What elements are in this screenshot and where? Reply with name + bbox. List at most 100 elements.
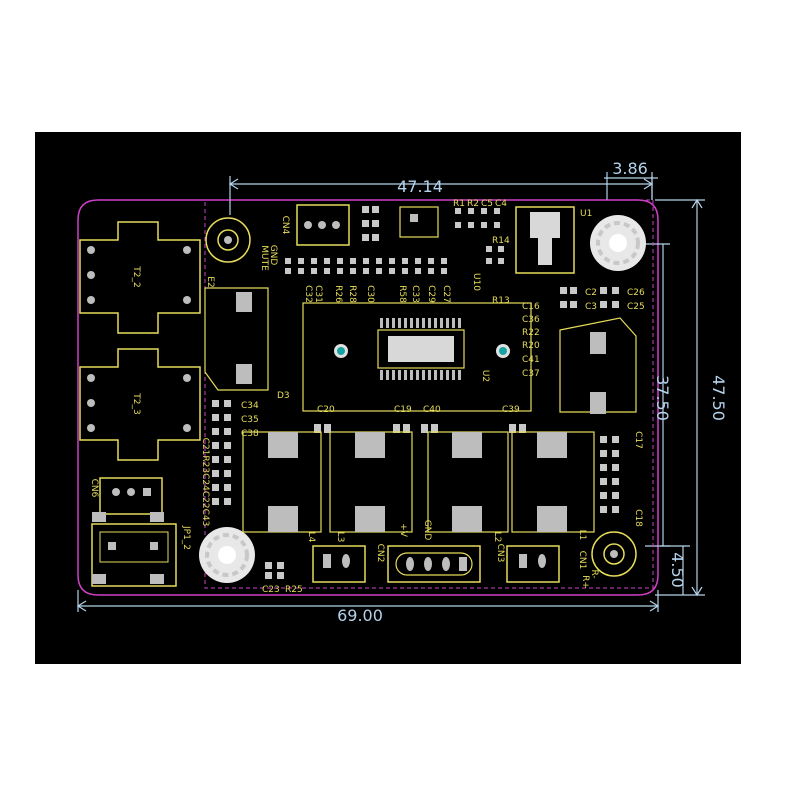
u10-outline xyxy=(399,206,439,238)
left-column-label: C21R23C24C22C43 xyxy=(200,438,210,527)
svg-text:C29: C29 xyxy=(426,285,436,303)
svg-text:C27: C27 xyxy=(441,285,451,303)
svg-text:C30: C30 xyxy=(365,285,375,303)
left-inductor-pad-top xyxy=(236,292,252,312)
u1-tab xyxy=(530,212,560,265)
left-cap-pads xyxy=(212,400,231,505)
dimension-board-width-label: 69.00 xyxy=(337,606,383,625)
bottom-left-pads xyxy=(265,562,284,579)
mute-label: MUTE xyxy=(259,245,269,271)
cn4-label: CN4 xyxy=(280,216,290,235)
board-outline xyxy=(77,199,659,596)
c35-label: C35 xyxy=(241,415,259,425)
cn1-label: CN1 xyxy=(577,551,587,570)
u2-package xyxy=(377,318,465,380)
dimension-corner-height xyxy=(660,545,690,595)
svg-text:R20: R20 xyxy=(522,341,540,351)
middle-cap-pads xyxy=(314,424,526,433)
plus-v-label: +V xyxy=(398,523,408,538)
dimension-top-width-label: 47.14 xyxy=(397,177,443,196)
via-right-core xyxy=(499,347,507,355)
dimension-board-width xyxy=(76,590,660,612)
t2-3-pins xyxy=(87,374,191,432)
jp1-2-body xyxy=(99,531,169,563)
d3-label: D3 xyxy=(277,391,290,401)
u10-pad xyxy=(410,214,418,222)
dimension-board-height-label: 47.50 xyxy=(709,375,728,421)
gnd-power-label: GND xyxy=(422,520,432,541)
c40-label: C40 xyxy=(423,405,441,415)
t2-2-label: T2_2 xyxy=(131,265,141,287)
upper-right-caps-pads xyxy=(560,287,619,308)
inductor-l1 xyxy=(511,431,595,533)
right-inductor-pad-bottom xyxy=(590,392,606,414)
t2-3-label: T2_3 xyxy=(131,392,141,414)
svg-text:R28: R28 xyxy=(347,285,357,303)
inductor-l3 xyxy=(329,431,413,533)
right-u2-labels: C16 C36 R22 R20 C41 C37 xyxy=(522,302,540,379)
c38-label: C38 xyxy=(241,429,259,439)
c2-label: C2 xyxy=(585,288,597,298)
svg-text:C32: C32 xyxy=(303,285,313,303)
svg-text:C36: C36 xyxy=(522,315,540,325)
jp1-2-label: JP1_2 xyxy=(181,525,191,550)
l1-label: L1 xyxy=(577,530,587,541)
keepout-outline xyxy=(204,199,654,589)
r-plus-label: R+ xyxy=(580,575,590,589)
c26-label: C26 xyxy=(627,288,645,298)
svg-text:C41: C41 xyxy=(522,355,540,365)
cn6-pins xyxy=(112,488,151,496)
via-left-core xyxy=(337,347,345,355)
connector-cn2 xyxy=(387,545,481,583)
c18-label: C18 xyxy=(633,509,643,527)
u2-region xyxy=(302,302,532,412)
r25-label: R25 xyxy=(285,585,303,595)
right-inductor-pad-top xyxy=(590,332,606,354)
u2-label: U2 xyxy=(480,370,490,382)
top-row-labels: C31 C32 R26 R28 C30 R58 C33 C29 C27 xyxy=(303,285,451,303)
transformer-t2-3 xyxy=(79,348,201,461)
svg-text:C16: C16 xyxy=(522,302,540,312)
inductor-l4 xyxy=(242,431,322,533)
r2-label: R2 xyxy=(467,199,479,209)
l2-label: L2 xyxy=(492,532,502,543)
c23-label: C23 xyxy=(262,585,280,595)
svg-text:C33: C33 xyxy=(410,285,420,303)
right-inductor xyxy=(559,317,637,413)
c20-label: C20 xyxy=(317,405,335,415)
cn3-label: CN3 xyxy=(495,544,505,563)
svg-text:C37: C37 xyxy=(522,369,540,379)
connector-cn3 xyxy=(506,545,560,583)
l3-label: L3 xyxy=(335,532,345,543)
mounting-hole-bottom-right xyxy=(591,531,637,577)
mounting-hole-bottom-left xyxy=(199,527,255,583)
c4-label: C4 xyxy=(495,199,507,209)
r-minus-label: R- xyxy=(589,569,599,578)
cn4-pins xyxy=(304,221,340,229)
cn2-label: CN2 xyxy=(375,544,385,563)
c3-label: C3 xyxy=(585,302,597,312)
c39-label: C39 xyxy=(502,405,520,415)
u10-label: U10 xyxy=(471,273,481,291)
jp1-2-pads xyxy=(92,512,164,584)
svg-text:R26: R26 xyxy=(333,285,343,303)
svg-text:R22: R22 xyxy=(522,328,540,338)
top-passive-pads xyxy=(285,206,504,274)
t2-2-pins xyxy=(87,246,191,304)
c25-label: C25 xyxy=(627,302,645,312)
gnd-label: GND xyxy=(268,245,278,266)
c34-label: C34 xyxy=(241,401,259,411)
svg-text:C31: C31 xyxy=(313,285,323,303)
inductor-l2 xyxy=(427,431,509,533)
dimension-corner-width xyxy=(604,172,658,200)
c5-label: C5 xyxy=(481,199,493,209)
svg-text:R58: R58 xyxy=(397,285,407,303)
dimension-board-height xyxy=(655,198,705,597)
l4-label: L4 xyxy=(306,532,316,543)
dimension-corner-width-label: 3.86 xyxy=(612,159,648,178)
left-inductor xyxy=(204,287,269,391)
jp1-2-outline xyxy=(91,523,177,587)
dimension-inner-height-label: 37.50 xyxy=(653,375,672,421)
connector-left-output xyxy=(312,545,366,583)
